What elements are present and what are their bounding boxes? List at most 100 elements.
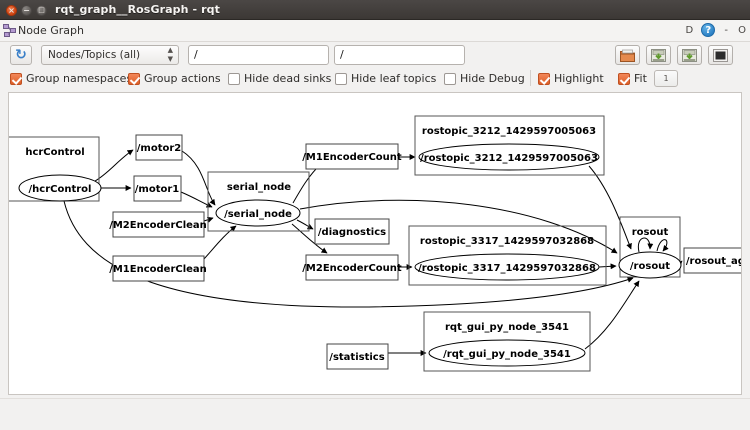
filter-type-value: Nodes/Topics (all) (48, 49, 141, 61)
node-statistics-label: /statistics (329, 352, 384, 363)
window-close-button[interactable] (6, 5, 17, 16)
plugin-header-bar: Node Graph D ? - O (0, 20, 750, 42)
namespace-filter-input[interactable]: / (334, 45, 465, 65)
checkbox-box[interactable] (618, 73, 630, 85)
window-titlebar[interactable]: × − □ rqt_graph__RosGraph - rqt (0, 0, 750, 20)
edge-rostopic3317-rosout (598, 263, 617, 270)
maximize-icon: □ (38, 6, 45, 14)
refresh-button[interactable]: ↻ (10, 45, 32, 65)
zoom-level-label: 1 (663, 74, 669, 83)
edge-serialnode-m2encodercount (291, 223, 328, 254)
undock-button[interactable]: D (685, 25, 694, 36)
window-maximize-button[interactable] (36, 5, 47, 16)
edge-rosout-self-1 (637, 237, 654, 253)
cluster-label-rostopic-3317: rostopic_3317_1429597032868 (420, 236, 594, 247)
graph-edges (63, 149, 683, 356)
graph-canvas[interactable]: hcrControl serial_node rostopic_3212_142… (8, 92, 742, 395)
node-rostopic-3317-ellipse (414, 253, 600, 281)
graph-options-bar: Group namespaces Group actions Hide dead… (0, 68, 750, 90)
cluster-label-hcrcontrol: hcrControl (25, 147, 84, 158)
node-rqt-gui-label: /rqt_gui_py_node_3541 (443, 349, 571, 360)
node-m2encoderclean-box (112, 211, 205, 238)
edge-motor1-serialnode (180, 191, 213, 208)
node-rostopic-3212-label: /rostopic_3212_1429597005063 (420, 153, 598, 164)
checkbox-box[interactable] (10, 73, 22, 85)
node-serial-node-ellipse (215, 199, 301, 227)
save-svg-button[interactable] (677, 45, 702, 65)
cluster-label-rostopic-3212: rostopic_3212_1429597005063 (422, 126, 596, 137)
refresh-icon: ↻ (15, 47, 27, 63)
node-diagnostics-box (314, 218, 390, 245)
cluster-label-rqt-gui: rqt_gui_py_node_3541 (445, 322, 569, 333)
node-rosout-ellipse (618, 251, 682, 279)
node-hcrcontrol-label: /hcrControl (29, 184, 92, 195)
checkbox-label: Highlight (554, 72, 604, 85)
save-dot-button[interactable] (646, 45, 671, 65)
checkbox-box[interactable] (335, 73, 347, 85)
namespace-filter-value: / (340, 48, 344, 61)
checkbox-label: Hide dead sinks (244, 72, 332, 85)
node-rostopic-3212-ellipse (418, 143, 600, 171)
checkbox-box[interactable] (538, 73, 550, 85)
node-hcrcontrol-ellipse (18, 174, 102, 202)
load-dot-button[interactable] (615, 45, 640, 65)
checkbox-box[interactable] (128, 73, 140, 85)
node-motor2-box (135, 134, 183, 161)
plugin-title: Node Graph (18, 24, 84, 37)
plugin-close-button[interactable]: O (738, 25, 746, 36)
cluster-rqt-gui-box (423, 311, 591, 372)
edge-motor2-serialnode (181, 150, 216, 206)
edge-rqtgui-rosout (584, 280, 640, 350)
node-serial-node-label: /serial_node (224, 209, 292, 220)
node-statistics-box (326, 343, 389, 370)
window-minimize-button[interactable] (21, 5, 32, 16)
checkbox-label: Hide Debug (460, 72, 525, 85)
node-rostopic-3317-label: /rostopic_3317_1429597032868 (418, 263, 596, 274)
edge-hcrcontrol-motor2 (94, 149, 134, 182)
node-m1encodercount-label: /M1EncoderCount (302, 152, 402, 163)
plugin-minimize-button[interactable]: - (724, 25, 729, 36)
checkbox-box[interactable] (228, 73, 240, 85)
edge-rostopic3212-rosout (588, 165, 632, 250)
edge-serialnode-diagnostics (296, 219, 314, 230)
window-bottom-strip (0, 398, 750, 430)
help-icon[interactable]: ? (701, 23, 716, 37)
edge-hcrcontrol-rosout (63, 200, 634, 308)
filter-type-select[interactable]: Nodes/Topics (all) ▲▼ (41, 45, 179, 65)
folder-open-icon (620, 49, 635, 62)
save-dot-icon (651, 49, 666, 62)
save-image-button[interactable] (708, 45, 733, 65)
node-m2encodercount-box (305, 254, 399, 281)
edge-rosout-rosoutagg (676, 260, 683, 267)
save-svg-icon (682, 49, 697, 62)
topic-filter-input[interactable]: / (188, 45, 329, 65)
chevron-updown-icon: ▲▼ (167, 46, 173, 63)
checkbox-label: Group actions (144, 72, 221, 85)
node-m1encoderclean-label: /M1EncoderClean (109, 264, 207, 275)
graph-topic-labels: /motor2 /motor1 /M2EncoderClean /M1Encod… (109, 143, 741, 363)
zoom-reset-button[interactable]: 1 (654, 70, 678, 87)
node-m2encodercount-label: /M2EncoderCount (302, 263, 402, 274)
edge-rosout-self-2 (656, 239, 669, 252)
edge-serialnode-rosout (299, 199, 618, 254)
graph-node-labels: /hcrControl /serial_node /rostopic_3212_… (29, 153, 671, 360)
window-title: rqt_graph__RosGraph - rqt (55, 3, 220, 16)
minimize-icon: − (23, 6, 30, 15)
toolbar-divider (530, 70, 531, 86)
ros-node-graph[interactable]: hcrControl serial_node rostopic_3212_142… (9, 93, 741, 394)
topic-filter-value: / (194, 48, 198, 61)
cluster-label-rosout: rosout (632, 227, 669, 238)
node-m2encoderclean-label: /M2EncoderClean (109, 220, 207, 231)
node-motor1-box (133, 175, 182, 202)
cluster-labels: hcrControl serial_node rostopic_3212_142… (25, 126, 668, 333)
checkbox-box[interactable] (444, 73, 456, 85)
checkbox-label: Hide leaf topics (351, 72, 437, 85)
node-rosout-agg-label: /rosout_agg (686, 256, 741, 267)
edge-m1encoderclean-serialnode (203, 225, 237, 260)
image-icon (713, 49, 728, 62)
node-graph-icon (3, 24, 16, 37)
node-m1encoderclean-box (112, 255, 205, 282)
checkbox-label: Fit (634, 72, 647, 85)
node-diagnostics-label: /diagnostics (318, 227, 386, 238)
